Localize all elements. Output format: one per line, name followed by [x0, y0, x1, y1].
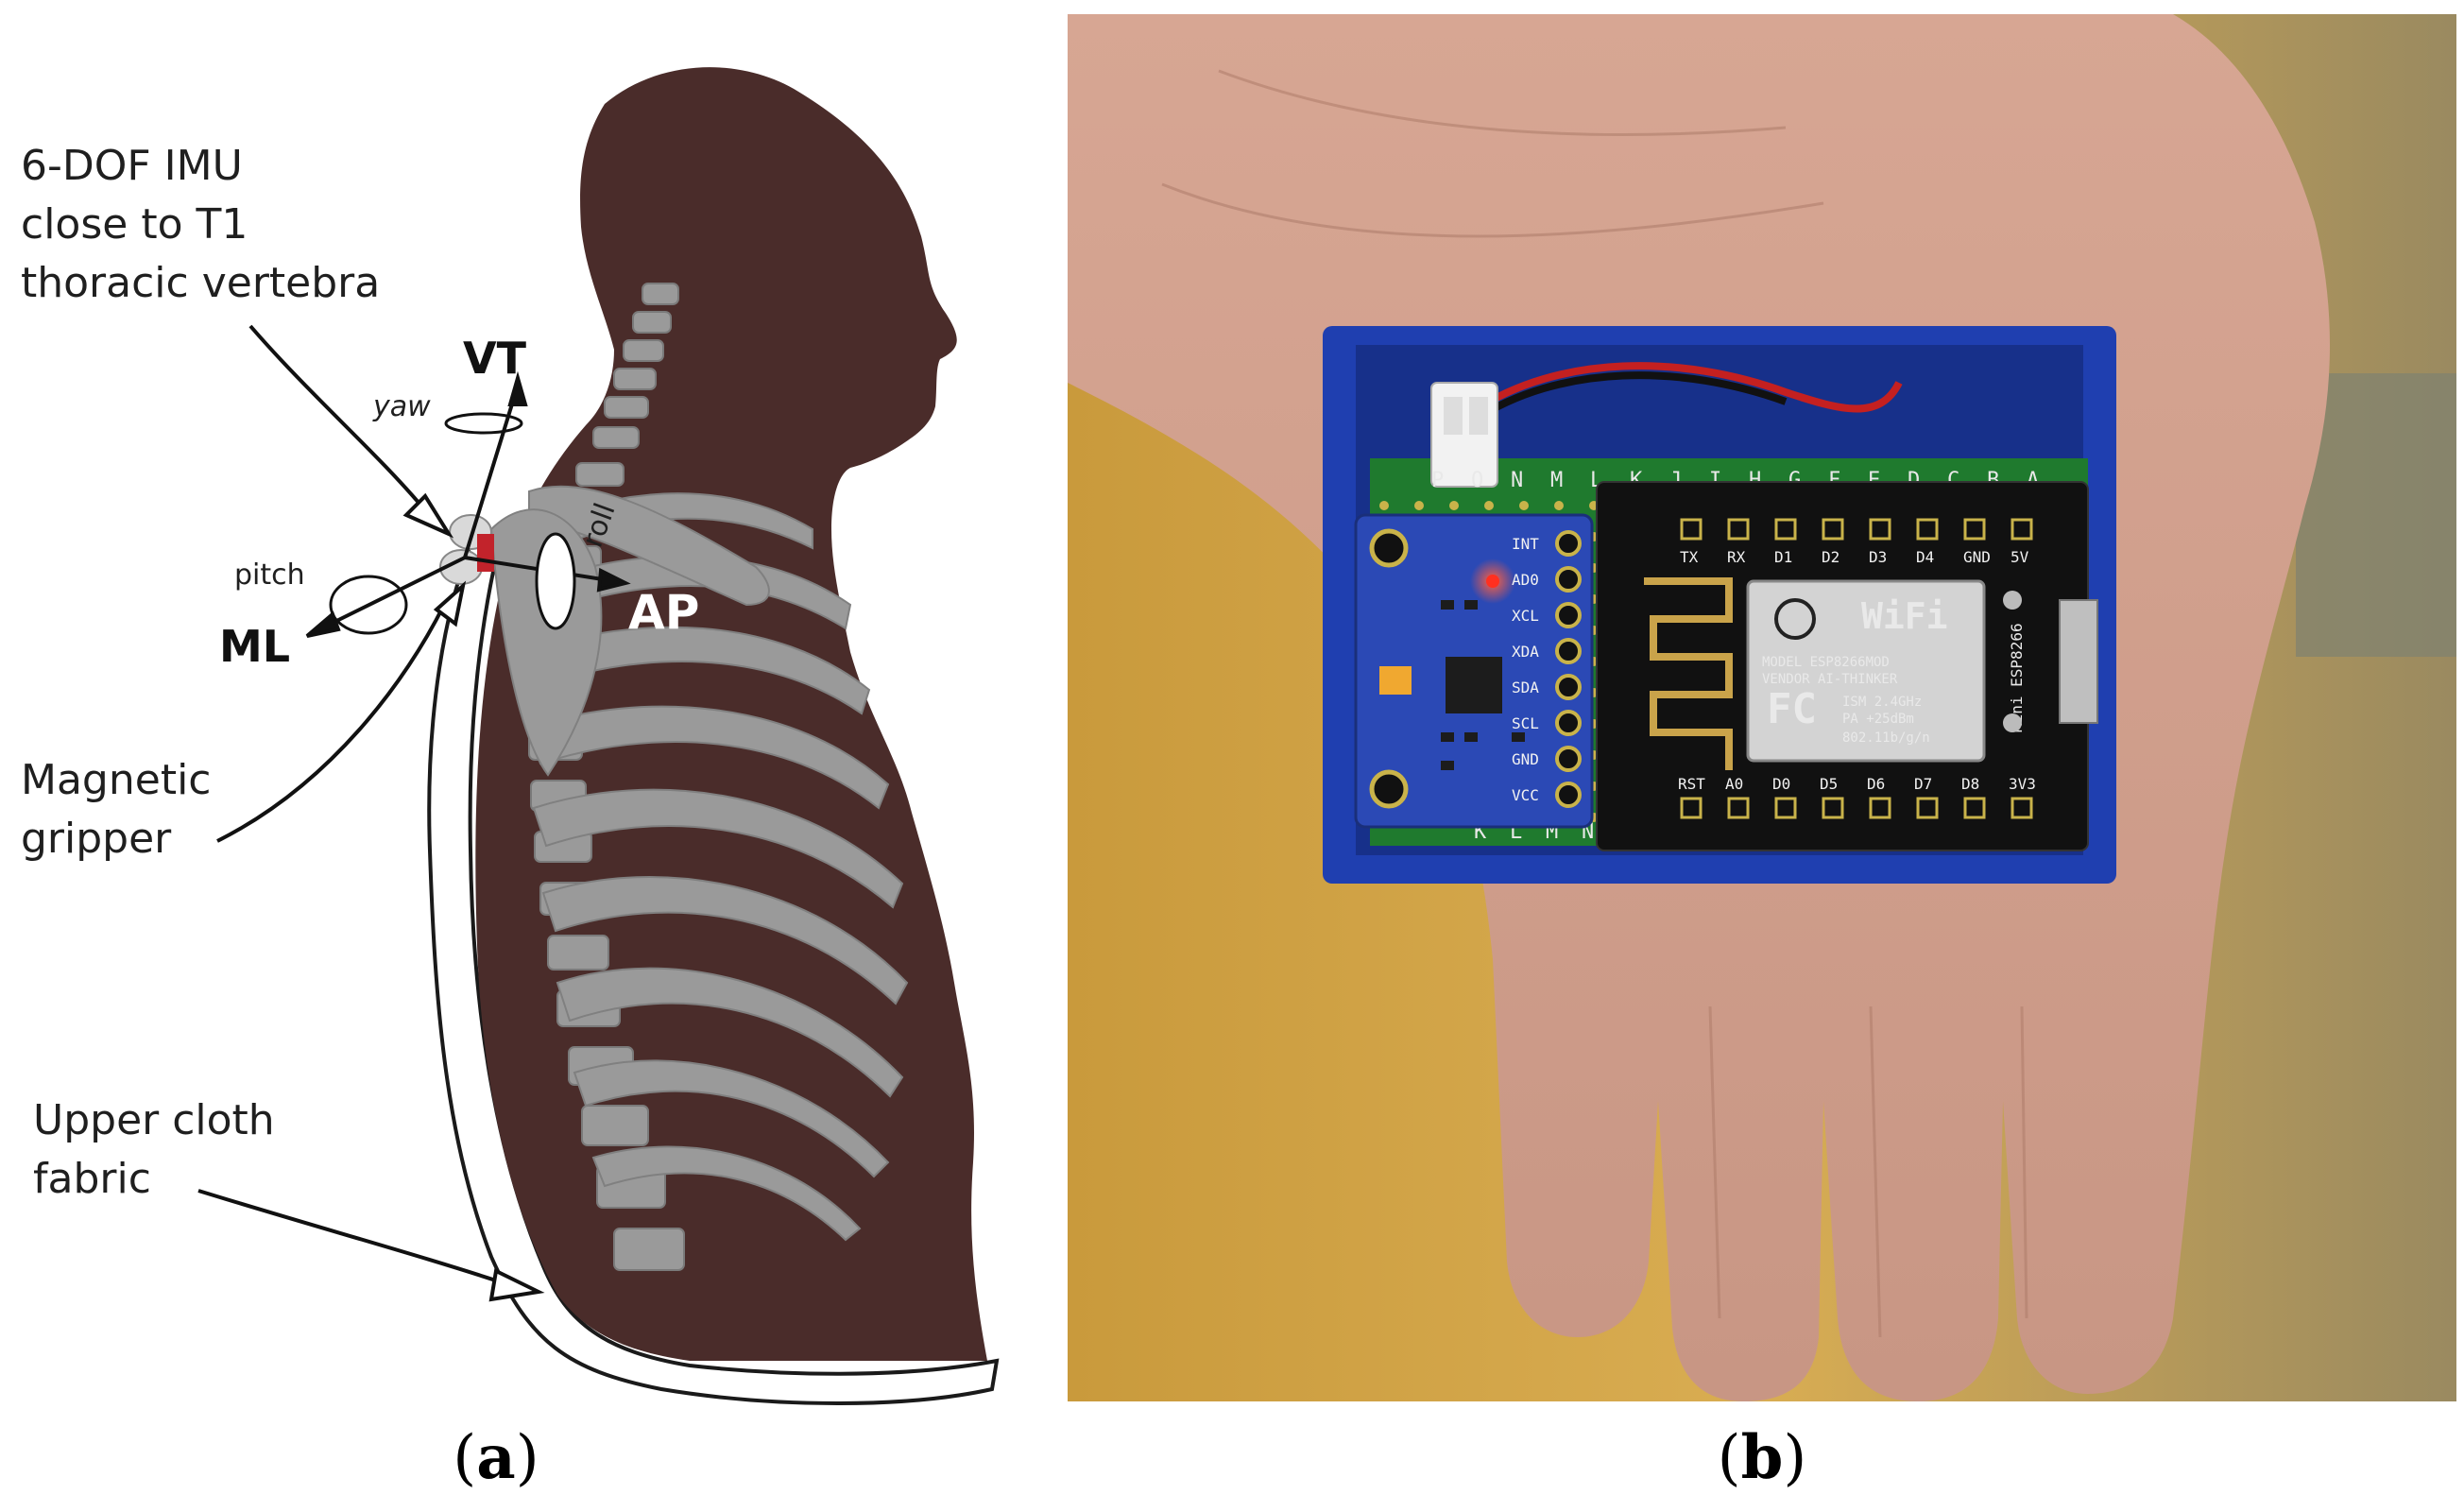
wifi-logo: WiFi — [1861, 595, 1948, 637]
imu-pin — [1555, 674, 1582, 700]
imu-chip — [1446, 657, 1502, 713]
pitch-label: pitch — [234, 558, 305, 592]
usb-connector — [2059, 599, 2098, 724]
module-text-3: ISM 2.4GHz — [1842, 695, 1922, 710]
ap-axis-label: AP — [628, 585, 699, 640]
esp-bottom-pin-label: A0 — [1725, 775, 1743, 793]
pitch-ellipse — [329, 575, 408, 635]
esp-top-pin-label: GND — [1963, 548, 1991, 566]
imu-pin — [1555, 638, 1582, 664]
esp-bottom-pin — [1727, 797, 1750, 819]
esp-bottom-pin-label: D5 — [1820, 775, 1838, 793]
imu-pin — [1555, 530, 1582, 557]
module-text-2: VENDOR AI-THINKER — [1762, 672, 1898, 687]
esp-bottom-pin-label: D0 — [1772, 775, 1790, 793]
side-label: Mini ESP8266 — [2008, 623, 2026, 732]
module-text-4: PA +25dBm — [1842, 712, 1914, 727]
esp-bottom-pin — [1774, 797, 1797, 819]
esp-bottom-pin — [1963, 797, 1986, 819]
imu-pin-label: XCL — [1512, 607, 1539, 625]
battery-connector — [1430, 362, 1903, 488]
esp-bottom-pin — [1916, 797, 1939, 819]
row-letter: P — [1431, 469, 1444, 492]
esp-top-pin-label: D1 — [1774, 548, 1792, 566]
pointer-arrows — [197, 324, 545, 1302]
esp-bottom-pin-label: D7 — [1914, 775, 1932, 793]
fc-mark: FC — [1767, 685, 1817, 733]
esp-top-pin-label: TX — [1680, 548, 1699, 566]
module-text-5: 802.11b/g/n — [1842, 730, 1930, 746]
imu-pin-label: XDA — [1512, 643, 1539, 661]
esp-top-pin — [1774, 518, 1797, 541]
imu-pin-label: AD0 — [1512, 571, 1539, 589]
imu-pin — [1555, 746, 1582, 772]
esp-top-pin — [1822, 518, 1844, 541]
imu-pin — [1555, 566, 1582, 593]
esp-top-pin-label: D3 — [1869, 548, 1887, 566]
esp-top-pin — [1869, 518, 1891, 541]
rotation-indicators — [329, 412, 576, 635]
imu-label-line2: close to T1 — [21, 200, 248, 249]
imu-label-line1: 6-DOF IMU — [21, 142, 243, 190]
yaw-ellipse — [444, 412, 523, 435]
esp-top-pin-label: D2 — [1822, 548, 1839, 566]
palm-creases — [1161, 69, 2028, 1338]
esp-bottom-pin — [2011, 797, 2033, 819]
cloth-label-line2: fabric — [33, 1155, 151, 1203]
gripper-label-line1: Magnetic — [21, 756, 211, 804]
esp-top-pin — [1916, 518, 1939, 541]
esp-bottom-pin-label: RST — [1678, 775, 1705, 793]
module-text-1: MODEL ESP8266MOD — [1762, 655, 1890, 670]
yaw-label: yaw — [372, 390, 431, 423]
esp-bottom-pin-label: 3V3 — [2009, 775, 2036, 793]
ml-axis-label: ML — [219, 621, 290, 672]
imu-pin — [1555, 782, 1582, 808]
imu-pin — [1555, 710, 1582, 736]
esp-bottom-pin-label: D6 — [1867, 775, 1885, 793]
esp-bottom-pin-label: D8 — [1961, 775, 1979, 793]
cloth-label-line1: Upper cloth — [33, 1096, 275, 1144]
esp-top-pin-label: 5V — [2011, 548, 2029, 566]
row-letter: M — [1550, 469, 1563, 492]
roll-ellipse — [535, 532, 576, 630]
esp-bottom-pin — [1869, 797, 1891, 819]
caption-b: (b) — [1717, 1422, 1807, 1493]
wifi-module-shield — [1746, 579, 1986, 763]
vt-axis-label: VT — [463, 333, 527, 384]
row-letter: O — [1471, 469, 1483, 492]
antenna-trace — [1644, 577, 1733, 770]
imu-pin-label: INT — [1512, 535, 1539, 553]
anatomy-diagram: 6-DOF IMU close to T1 thoracic vertebra … — [21, 67, 1000, 1405]
esp-board: WiFi FC MODEL ESP8266MOD VENDOR AI-THINK… — [1596, 481, 2098, 851]
imu-pin-label: SCL — [1512, 714, 1539, 732]
esp-top-pin-label: RX — [1727, 548, 1746, 566]
row-letter: N — [1511, 469, 1523, 492]
esp-top-pin — [1727, 518, 1750, 541]
esp-top-pin-label: D4 — [1916, 548, 1934, 566]
imu-pin-label: VCC — [1512, 786, 1539, 804]
imu-pin-label: GND — [1512, 750, 1539, 768]
imu-pin — [1555, 602, 1582, 628]
esp-bottom-pin — [1680, 797, 1703, 819]
esp-top-pin — [2011, 518, 2033, 541]
imu-label-line3: thoracic vertebra — [21, 259, 380, 307]
gripper-label-line2: gripper — [21, 815, 172, 863]
cloth-fabric-outline — [427, 526, 1000, 1405]
esp-top-pin — [1963, 518, 1986, 541]
esp-top-pin — [1680, 518, 1703, 541]
esp-bottom-pin — [1822, 797, 1844, 819]
imu-pin-label: SDA — [1512, 679, 1539, 696]
caption-a: (a) — [453, 1422, 539, 1493]
